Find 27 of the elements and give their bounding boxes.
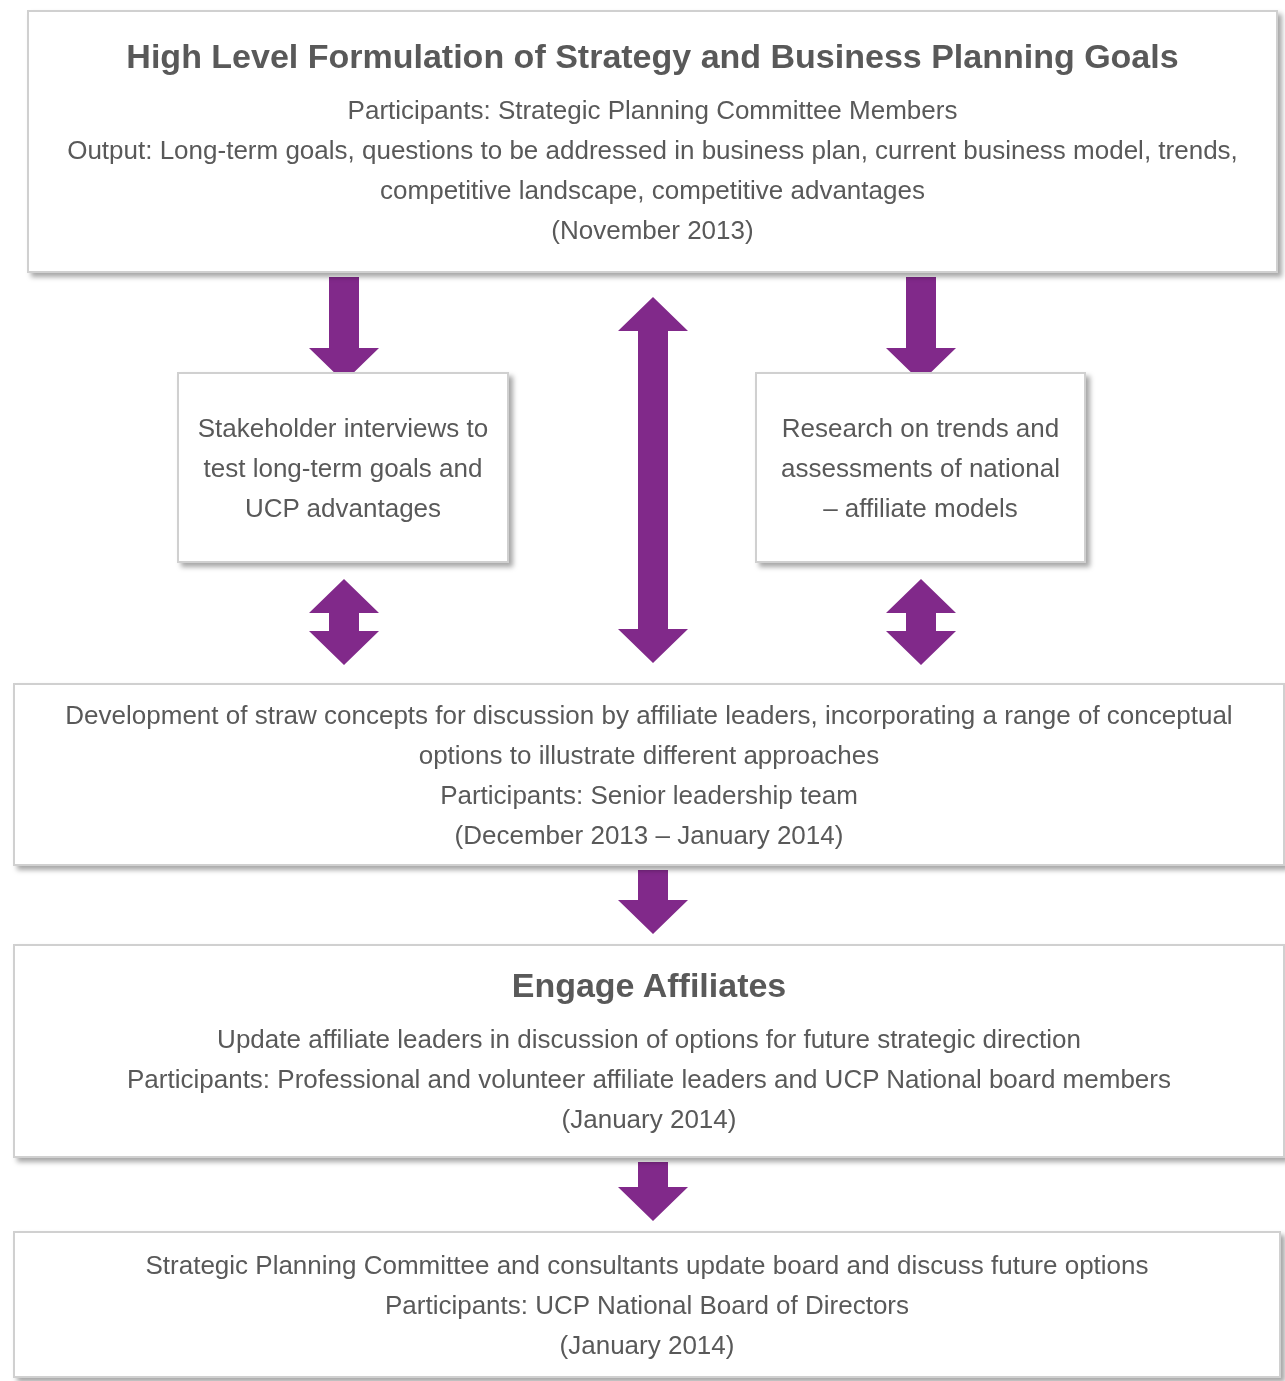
box-text: Participants: Professional and volunteer affiliate leaders and UCP National board members [127, 1063, 1171, 1096]
box-text: Participants: Strategic Planning Committee Members [347, 93, 958, 127]
arrow [618, 870, 688, 934]
arrow [618, 1162, 688, 1221]
process-box [27, 10, 1278, 273]
process-box [13, 683, 1285, 866]
box-heading: Engage Affiliates [511, 965, 787, 1006]
double-arrow [886, 579, 956, 665]
process-box [177, 372, 509, 563]
box-text: Output: Long-term goals, questions to be addressed in business plan, current business model, trends, competitive landscape, competitive advantages [66, 133, 1239, 207]
box-text: (January 2014) [559, 1328, 735, 1362]
box-text: (November 2013) [551, 213, 754, 247]
box-text: Update affiliate leaders in discussion of options for future strategic direction [217, 1023, 1081, 1056]
box-text: Stakeholder interviews to test long-term goals and UCP advantages [196, 411, 490, 525]
double-arrow [618, 297, 688, 663]
double-arrow [309, 579, 379, 665]
box-heading: High Level Formulation of Strategy and Business Planning Goals [126, 35, 1179, 77]
process-box [755, 372, 1086, 563]
box-text: Development of straw concepts for discussion by affiliate leaders, incorporating a range of conceptual options to illustrate different approaches [64, 698, 1234, 772]
box-text: Strategic Planning Committee and consultants update board and discuss future options [145, 1248, 1149, 1282]
box-text: (December 2013 – January 2014) [454, 818, 844, 852]
box-text: (January 2014) [561, 1103, 737, 1136]
box-text: Participants: Senior leadership team [440, 778, 858, 812]
box-text: Research on trends and assessments of national – affiliate models [780, 411, 1061, 525]
process-box [13, 1231, 1281, 1378]
box-text: Participants: UCP National Board of Directors [384, 1288, 910, 1322]
process-box [13, 944, 1285, 1158]
